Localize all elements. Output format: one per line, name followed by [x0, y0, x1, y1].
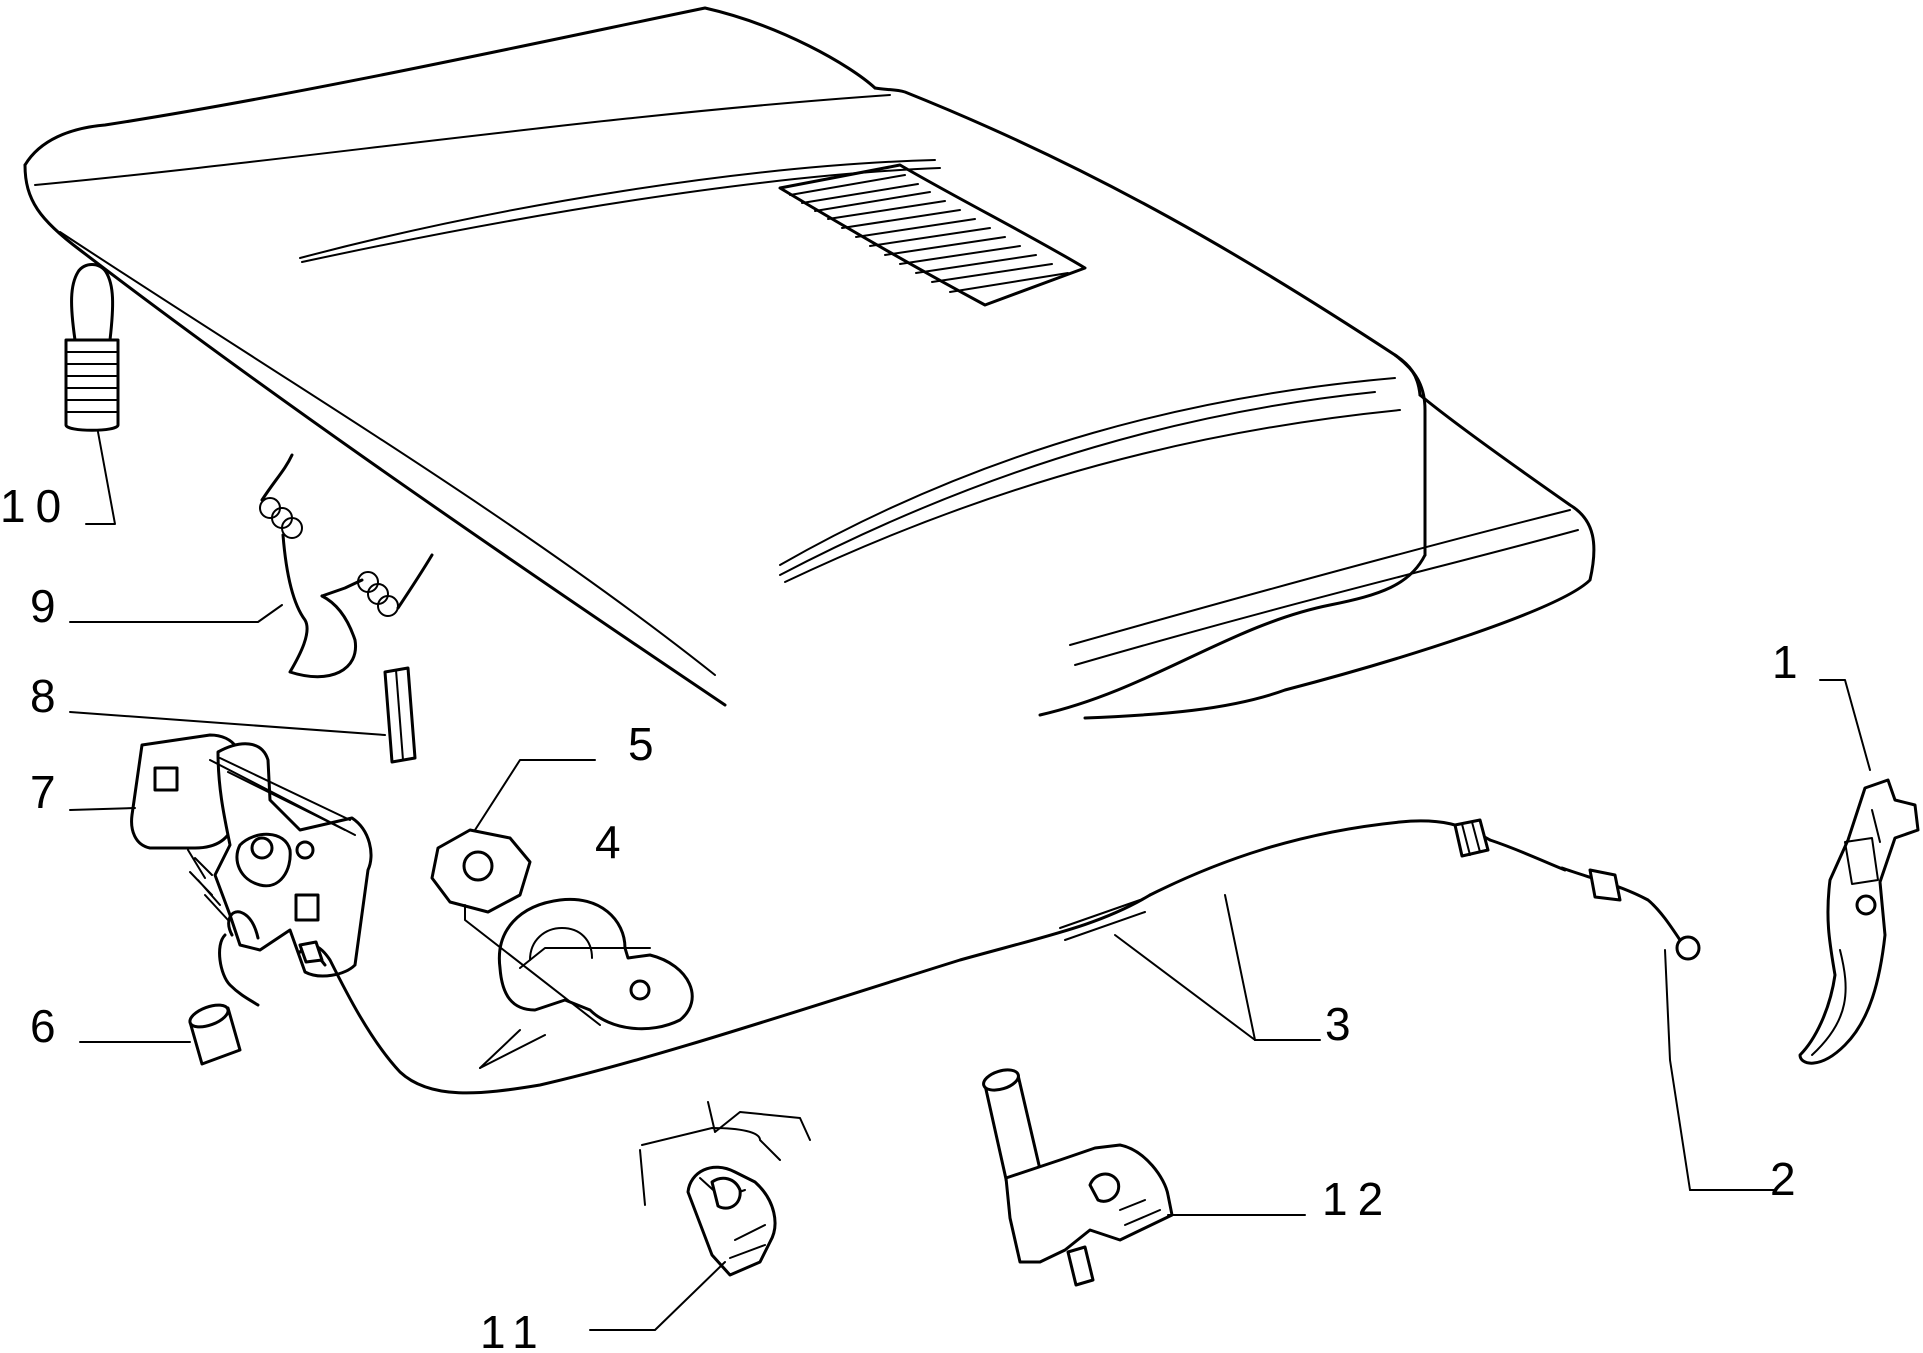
leader-1 [1819, 679, 1871, 771]
bracket-cable-a [479, 1029, 521, 1069]
callout-4: 4 [595, 816, 631, 868]
callout-5: 5 [628, 718, 664, 770]
bracket-11b [707, 1101, 811, 1141]
bracket-11c [639, 1149, 646, 1206]
part-7-bonnet-lock [130, 733, 373, 978]
part-4-cable-clip [497, 897, 694, 1031]
part-10-rubber-buffer [64, 263, 120, 432]
part-6-sleeve [188, 1003, 242, 1066]
callout-2: 2 [1770, 1153, 1806, 1205]
cable-hook [218, 910, 260, 1007]
callout-1: 1 [1772, 636, 1808, 688]
callout-8: 8 [30, 670, 66, 722]
leader-5 [474, 759, 596, 831]
part-3-release-cable [298, 818, 1567, 1095]
leader-9 [69, 604, 283, 623]
bracket-11 [641, 1127, 781, 1161]
hood-panel [23, 6, 1596, 720]
part-12-prop-support [982, 1068, 1174, 1287]
part-1-release-lever [1798, 778, 1920, 1065]
leader-11 [589, 1261, 726, 1331]
leader-10 [85, 431, 116, 525]
callout-labels: 1 2 3 4 5 6 7 8 9 10 11 12 [0, 480, 1808, 1353]
leader-3b [1224, 894, 1256, 1041]
part-5-nut [430, 828, 532, 914]
bracket-4 [464, 904, 601, 1026]
leader-7 [69, 807, 136, 811]
part-9-spring [259, 453, 434, 679]
callout-6: 6 [30, 1000, 66, 1052]
leader-3a [1114, 934, 1256, 1041]
callout-12: 12 [1322, 1173, 1393, 1225]
leader-8 [69, 711, 386, 736]
callout-7: 7 [30, 766, 66, 818]
callout-11: 11 [480, 1306, 548, 1353]
bracket-cable-b [479, 1034, 546, 1069]
callout-3: 3 [1325, 998, 1361, 1050]
leader-lines [69, 431, 1871, 1331]
part-8-pin [383, 666, 417, 764]
callout-9: 9 [30, 580, 66, 632]
leader-2b [1664, 949, 1691, 1191]
hood-vent-grille [778, 163, 1087, 307]
leader-4 [519, 947, 651, 969]
part-2-inner-cable [1560, 866, 1701, 961]
part-11-clip [686, 1165, 777, 1277]
callout-10: 10 [0, 480, 71, 532]
